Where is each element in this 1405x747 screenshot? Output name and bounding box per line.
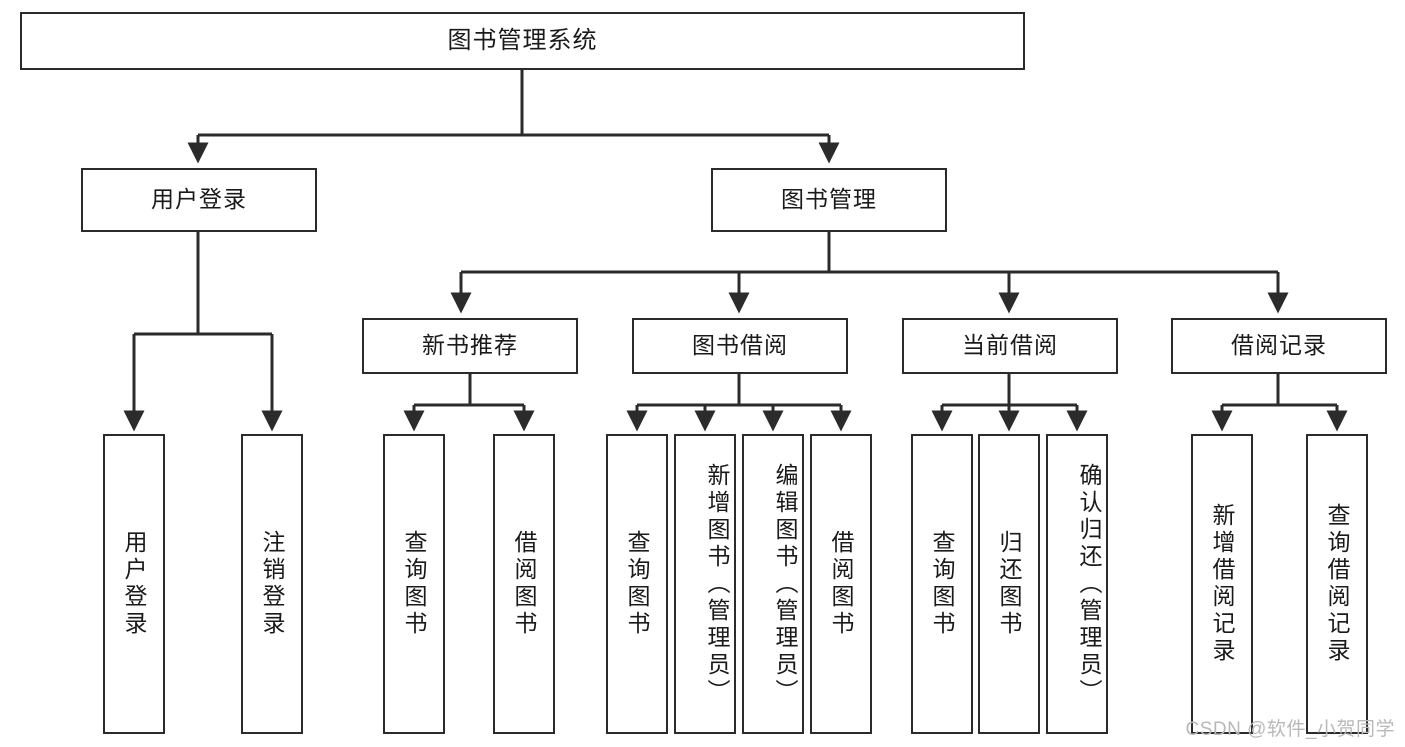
- node-user-login[interactable]: 用户登录: [81, 168, 317, 232]
- node-leaf-add-record-label: 新增借阅记录: [1209, 503, 1235, 665]
- node-user-login-label: 用户登录: [151, 186, 247, 213]
- node-book-manage[interactable]: 图书管理: [711, 168, 947, 232]
- node-root[interactable]: 图书管理系统: [20, 12, 1025, 70]
- node-leaf-return-book[interactable]: 归还图书: [978, 434, 1040, 734]
- node-leaf-borrow-book-2[interactable]: 借阅图书: [810, 434, 872, 734]
- node-book-borrow-label: 图书借阅: [692, 332, 788, 359]
- node-book-manage-label: 图书管理: [781, 186, 877, 213]
- node-leaf-confirm-return[interactable]: 确认归还（管理员）: [1046, 434, 1108, 734]
- node-new-book-recommend[interactable]: 新书推荐: [362, 318, 578, 374]
- node-leaf-borrow-book-1[interactable]: 借阅图书: [493, 434, 555, 734]
- node-leaf-add-book-label: 新增图书（管理员）: [704, 462, 730, 706]
- node-leaf-edit-book-label: 编辑图书（管理员）: [772, 462, 798, 706]
- node-new-book-recommend-label: 新书推荐: [422, 332, 518, 359]
- node-current-borrow[interactable]: 当前借阅: [902, 318, 1118, 374]
- node-current-borrow-label: 当前借阅: [962, 332, 1058, 359]
- node-leaf-query-book-1[interactable]: 查询图书: [383, 434, 445, 734]
- node-borrow-record-label: 借阅记录: [1231, 332, 1327, 359]
- node-leaf-query-record-label: 查询借阅记录: [1324, 503, 1350, 665]
- node-leaf-query-record[interactable]: 查询借阅记录: [1306, 434, 1368, 734]
- node-leaf-add-record[interactable]: 新增借阅记录: [1191, 434, 1253, 734]
- node-leaf-return-book-label: 归还图书: [996, 530, 1022, 638]
- node-leaf-user-login-label: 用户登录: [121, 530, 147, 638]
- node-leaf-query-book-2[interactable]: 查询图书: [606, 434, 668, 734]
- node-leaf-query-book-3-label: 查询图书: [929, 530, 955, 638]
- node-leaf-user-login[interactable]: 用户登录: [103, 434, 165, 734]
- node-leaf-query-book-2-label: 查询图书: [624, 530, 650, 638]
- node-book-borrow[interactable]: 图书借阅: [632, 318, 848, 374]
- node-root-label: 图书管理系统: [447, 26, 598, 54]
- watermark: CSDN @软件_小贺同学: [1185, 719, 1395, 740]
- node-leaf-borrow-book-2-label: 借阅图书: [828, 530, 854, 638]
- node-leaf-query-book-1-label: 查询图书: [401, 530, 427, 638]
- node-leaf-add-book[interactable]: 新增图书（管理员）: [674, 434, 736, 734]
- node-leaf-confirm-return-label: 确认归还（管理员）: [1076, 462, 1102, 706]
- node-leaf-query-book-3[interactable]: 查询图书: [911, 434, 973, 734]
- node-leaf-edit-book[interactable]: 编辑图书（管理员）: [742, 434, 804, 734]
- node-leaf-borrow-book-1-label: 借阅图书: [511, 530, 537, 638]
- node-borrow-record[interactable]: 借阅记录: [1171, 318, 1387, 374]
- node-leaf-logout-login[interactable]: 注销登录: [241, 434, 303, 734]
- node-leaf-logout-login-label: 注销登录: [259, 530, 285, 638]
